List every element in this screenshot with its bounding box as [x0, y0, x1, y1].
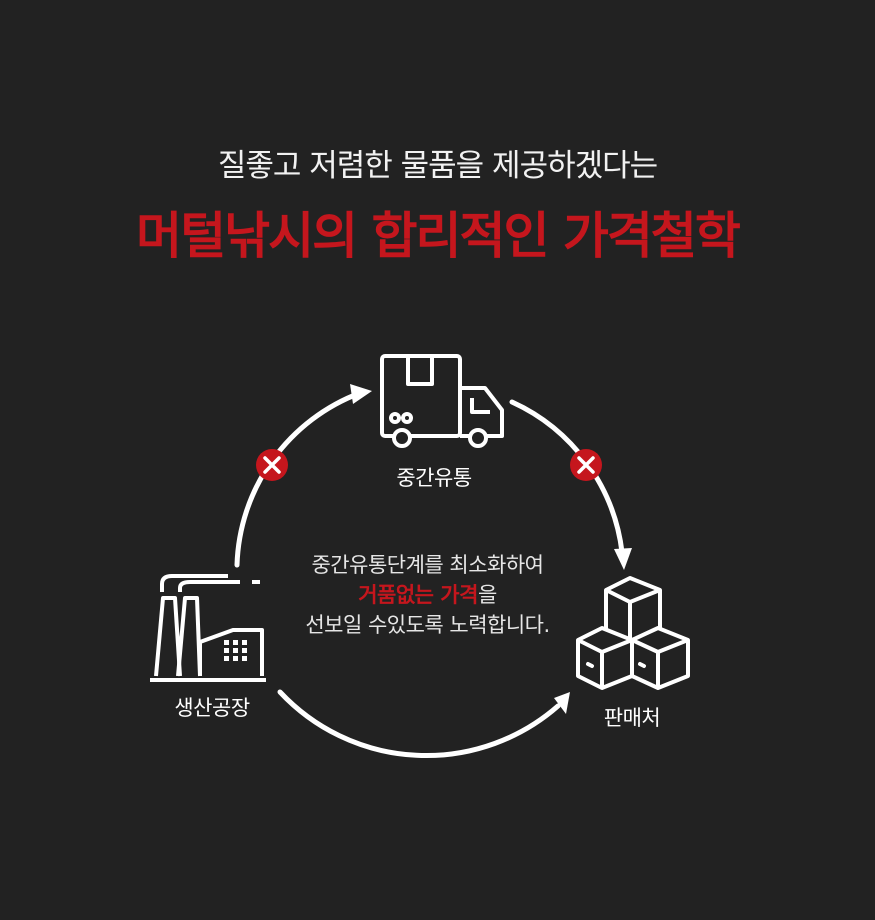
center-message: 중간유통단계를 최소화하여 거품없는 가격을 선보일 수있도록 노력합니다. — [265, 550, 590, 640]
factory-icon — [150, 574, 266, 682]
node-label-factory: 생산공장 — [174, 696, 250, 720]
arrowhead-retailer — [614, 548, 632, 570]
x-badge-right — [570, 449, 602, 481]
page-subtitle: 질좋고 저렴한 물품을 제공하겠다는 — [217, 148, 658, 184]
arc-distribution-to-retailer — [509, 399, 625, 555]
x-badge-left — [256, 449, 288, 481]
arc-factory-to-distribution — [234, 390, 363, 568]
center-line-2: 거품없는 가격을 — [265, 580, 590, 610]
boxes-icon — [576, 576, 690, 690]
truck-icon — [380, 354, 504, 448]
node-label-distribution: 중간유통 — [396, 466, 472, 490]
arrowhead-bottom — [554, 692, 570, 714]
page-headline: 머털낚시의 합리적인 가격철학 — [136, 207, 741, 265]
arrowhead-distribution — [350, 384, 372, 404]
center-line-1: 중간유통단계를 최소화하여 — [311, 553, 544, 577]
center-line-3: 선보일 수있도록 노력합니다. — [305, 613, 550, 637]
arc-factory-to-retailer — [277, 689, 561, 759]
center-line-2-rest: 을 — [477, 583, 497, 607]
node-label-retailer: 판매처 — [603, 706, 661, 730]
center-highlight: 거품없는 가격 — [358, 583, 478, 607]
